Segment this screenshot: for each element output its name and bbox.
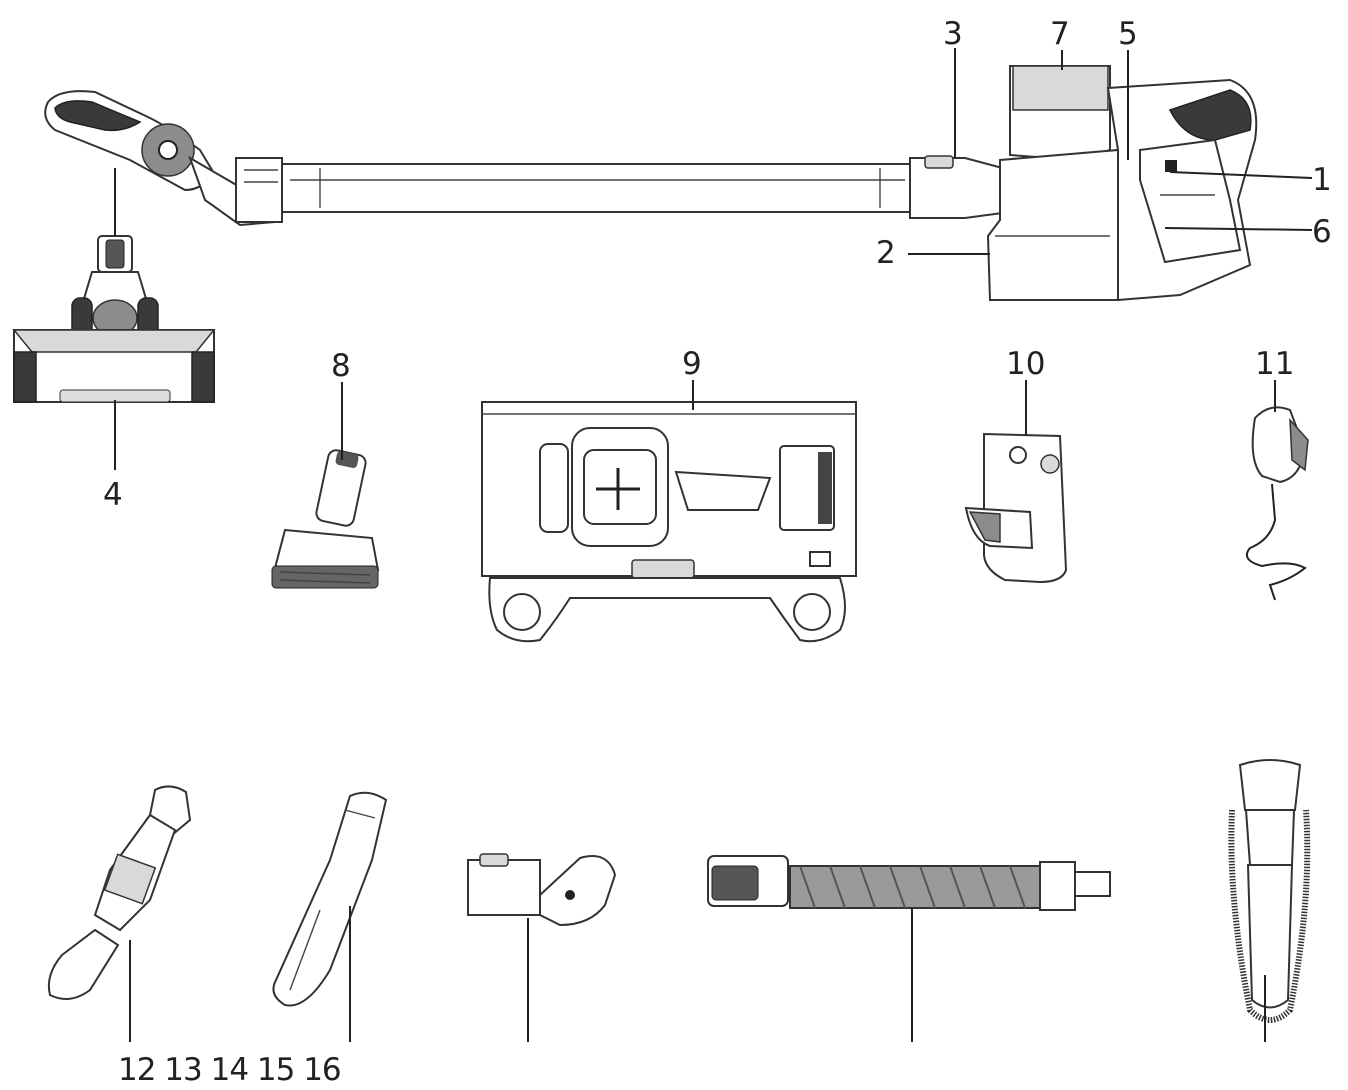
extension-tube (235, 155, 1027, 223)
callout-5: 5 (1118, 16, 1138, 52)
callout-1: 1 (1312, 162, 1332, 198)
leader-1 (1169, 171, 1313, 179)
leader-6 (1164, 227, 1313, 231)
callout-6: 6 (1312, 214, 1332, 250)
callout-2: 2 (876, 235, 896, 271)
callout-7: 7 (1050, 16, 1070, 52)
callout-11: 11 (1255, 346, 1294, 382)
callout-9: 9 (682, 346, 702, 382)
extension-hose-adapter (47, 785, 192, 1042)
crevice-tool (272, 791, 388, 1042)
wall-hanger (964, 432, 1068, 584)
bottom-callout-labels: 12 13 14 15 16 (118, 1052, 341, 1088)
charger-adapter (1246, 406, 1309, 601)
main-body (986, 65, 1258, 302)
callout-10: 10 (1006, 346, 1045, 382)
dusting-brush (1228, 759, 1311, 1042)
wall-mount-base (481, 401, 857, 643)
angle-adapter (467, 853, 617, 1042)
upholstery-brush (271, 449, 380, 589)
flexible-hose (707, 855, 1111, 1042)
callout-4: 4 (103, 477, 123, 513)
callout-8: 8 (331, 348, 351, 384)
floor-brush-head (12, 168, 216, 403)
callout-3: 3 (943, 16, 963, 52)
